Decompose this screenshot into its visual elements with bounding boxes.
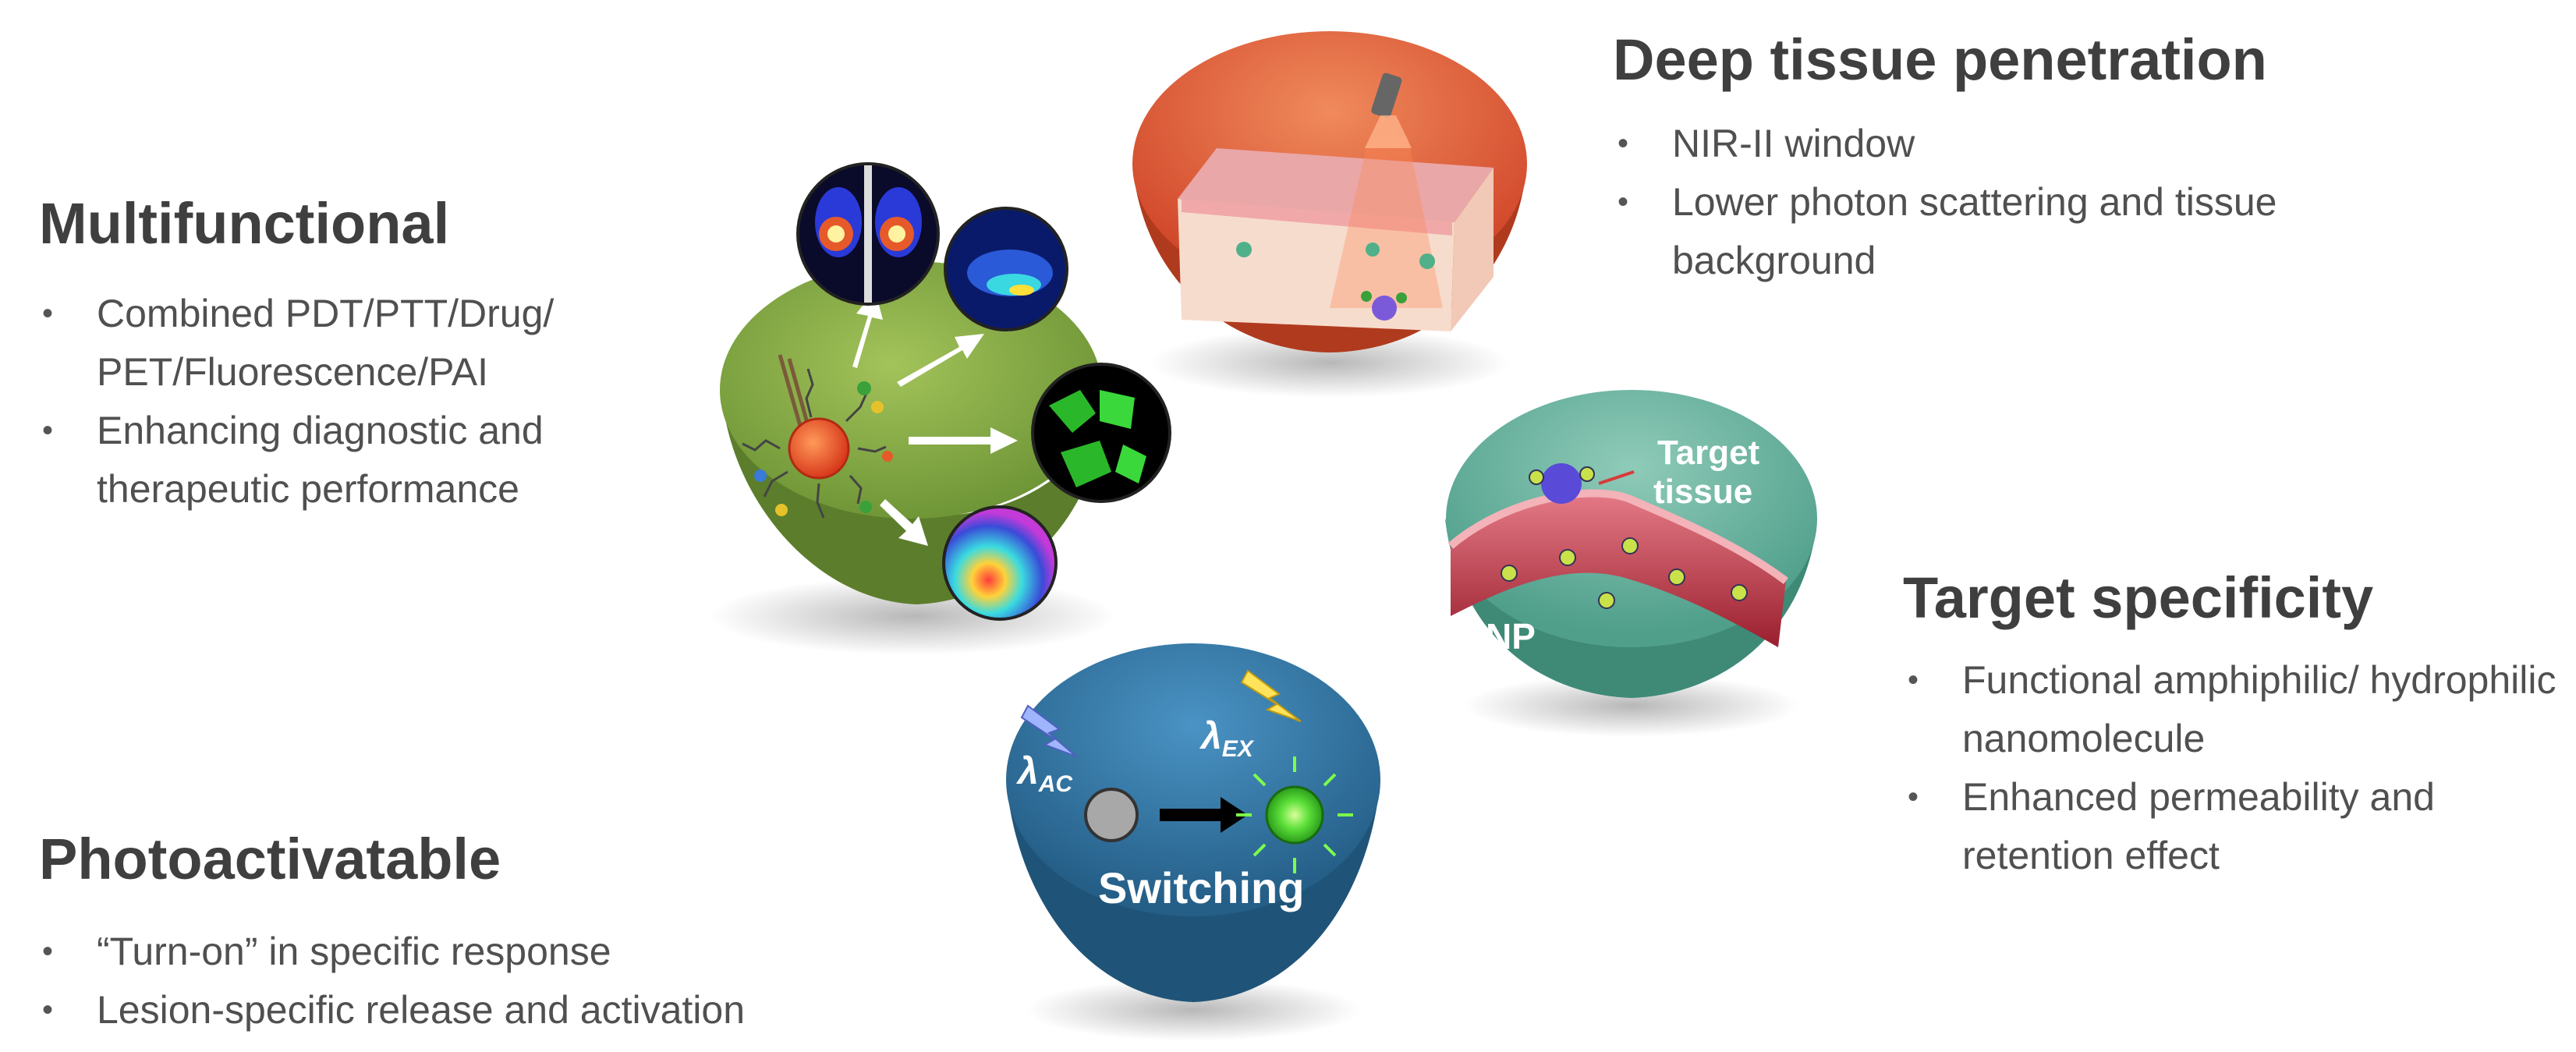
bullet-item: Combined PDT/PTT/Drug/ PET/Fluorescence/… [31, 285, 702, 402]
bullet-item: NIR-II window [1607, 115, 2355, 173]
multifunction-arrows [852, 290, 1018, 546]
photoactivatable-heading: Photoactivatable [39, 827, 501, 891]
blood-vessel [1447, 463, 1788, 647]
target-specificity-heading: Target specificity [1903, 565, 2374, 630]
thermal-image-circle [942, 505, 1058, 621]
pet-image-circle [796, 162, 940, 306]
inactive-particle [1084, 788, 1139, 842]
laser-probe-icon [1365, 73, 1412, 148]
target-tissue-label: Target tissue [1653, 434, 1769, 511]
lightning-ex-icon [1240, 669, 1302, 722]
bullet-item: Lesion-specific release and activation [31, 981, 1045, 1040]
nanoparticle-core [742, 354, 893, 519]
photoactivatable-sphere [1006, 643, 1380, 1041]
switching-label: Switching [1098, 863, 1304, 912]
bullet-item: Enhanced permeability and retention effe… [1897, 768, 2575, 885]
multifunctional-bullets: Combined PDT/PTT/Drug/ PET/Fluorescence/… [31, 285, 702, 519]
np-label: NP [1486, 616, 1536, 657]
active-glowing-particle [1236, 756, 1353, 873]
lightning-ac-icon [1020, 704, 1077, 757]
target-specificity-bullets: Functional amphiphilic/ hydrophilic nano… [1897, 651, 2575, 885]
deep-tissue-bullets: NIR-II window Lower photon scattering an… [1607, 115, 2355, 290]
deep-tissue-heading: Deep tissue penetration [1613, 27, 2267, 92]
lambda-ex-label: λEX [1199, 716, 1255, 762]
photoacoustic-image-circle [944, 207, 1068, 331]
bullet-item: Lower photon scattering and tissue backg… [1607, 173, 2355, 290]
switch-arrow-icon [1160, 797, 1248, 833]
tissue-block [1178, 136, 1494, 331]
lambda-ac-label: λAC [1015, 751, 1073, 797]
fluorescence-image-circle [1031, 363, 1171, 503]
bullet-item: Functional amphiphilic/ hydrophilic nano… [1897, 651, 2575, 768]
bullet-item: Enhancing diagnostic and therapeutic per… [31, 402, 702, 519]
photoactivatable-bullets: “Turn-on” in specific response Lesion-sp… [31, 923, 1045, 1040]
multifunctional-heading: Multifunctional [39, 191, 450, 256]
bullet-item: “Turn-on” in specific response [31, 923, 1045, 981]
